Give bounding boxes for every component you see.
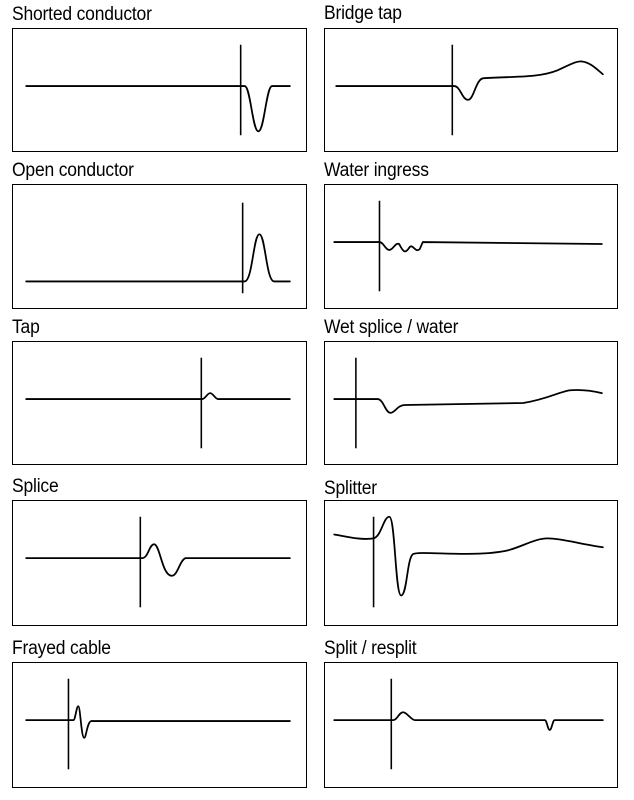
panel-splitter xyxy=(324,500,618,626)
panel-shorted-conductor xyxy=(12,28,307,152)
panel-label-wet-splice-water: Wet splice / water xyxy=(324,317,459,338)
trace-shorted-conductor xyxy=(25,44,291,136)
trace-bridge-tap xyxy=(335,44,604,136)
panel-label-splitter: Splitter xyxy=(324,478,377,499)
panel-label-water-ingress: Water ingress xyxy=(324,160,429,181)
waveform xyxy=(333,389,603,414)
trace-tap xyxy=(25,357,291,449)
waveform xyxy=(335,60,604,101)
waveform xyxy=(25,233,291,283)
panel-frayed-cable xyxy=(12,662,307,788)
panel-splice xyxy=(12,500,307,626)
panel-label-open-conductor: Open conductor xyxy=(12,160,134,181)
trace-frayed-cable xyxy=(25,678,291,770)
trace-water-ingress xyxy=(333,200,603,292)
panel-label-tap: Tap xyxy=(12,317,40,338)
panel-label-frayed-cable: Frayed cable xyxy=(12,638,111,659)
waveform xyxy=(333,711,604,731)
trace-splice xyxy=(25,516,291,608)
waveform xyxy=(333,515,604,597)
panel-tap xyxy=(12,341,307,465)
waveform xyxy=(25,85,291,133)
waveform xyxy=(333,241,603,253)
panel-wet-splice-water xyxy=(324,341,618,465)
trace-open-conductor xyxy=(25,202,291,294)
panel-open-conductor xyxy=(12,184,307,309)
trace-wet-splice-water xyxy=(333,357,603,449)
waveform xyxy=(25,543,291,577)
waveform xyxy=(25,705,291,739)
panel-water-ingress xyxy=(324,184,618,309)
trace-splitter xyxy=(333,515,604,608)
trace-split-resplit xyxy=(333,678,604,770)
panel-label-splice: Splice xyxy=(12,476,59,497)
panel-label-split-resplit: Split / resplit xyxy=(324,638,417,659)
panel-split-resplit xyxy=(324,662,618,788)
panel-bridge-tap xyxy=(324,28,618,152)
waveform xyxy=(25,392,291,400)
panel-label-bridge-tap: Bridge tap xyxy=(324,3,402,24)
panel-label-shorted-conductor: Shorted conductor xyxy=(12,4,152,25)
